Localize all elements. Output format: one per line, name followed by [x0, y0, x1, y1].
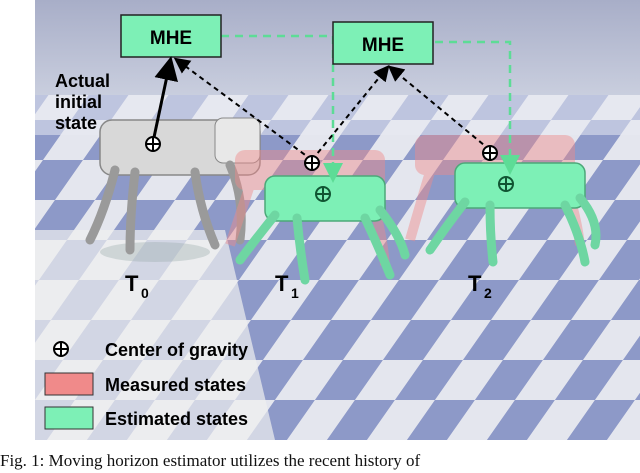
svg-text:0: 0: [141, 285, 149, 301]
measured-arrow-3: [387, 65, 491, 151]
figure-caption: Fig. 1: Moving horizon estimator utilize…: [0, 451, 421, 470]
svg-text:T: T: [125, 271, 139, 296]
svg-text:1: 1: [291, 285, 299, 301]
svg-text:T: T: [468, 271, 482, 296]
legend: Center of gravity Measured states Estima…: [44, 340, 248, 430]
light-floor-patch: [35, 230, 275, 440]
legend-measured-swatch: [44, 372, 94, 396]
mhe-box-1: MHE: [120, 14, 222, 58]
robot-t2: [425, 162, 601, 267]
measured-arrow-2: [311, 64, 390, 161]
actual-state-arrow: [151, 56, 178, 143]
actual-state-label: Actual initial state: [55, 71, 110, 133]
figure: MHE MHE Actual initial state T 0 T 1 T 2: [35, 0, 640, 440]
time-label-t1: T 1: [275, 271, 299, 301]
legend-estimated-label: Estimated states: [105, 409, 248, 429]
svg-text:MHE: MHE: [362, 35, 404, 56]
svg-text:2: 2: [484, 285, 492, 301]
svg-text:Actual: Actual: [55, 71, 110, 91]
robot-t0: [85, 117, 261, 262]
measured-arrow-1: [173, 57, 313, 161]
svg-text:MHE: MHE: [150, 28, 192, 49]
legend-measured-label: Measured states: [105, 375, 246, 395]
legend-cog-label: Center of gravity: [105, 340, 248, 360]
svg-text:state: state: [55, 113, 97, 133]
estimated-link-2: [435, 40, 520, 175]
svg-text:T: T: [275, 271, 289, 296]
time-label-t0: T 0: [125, 271, 149, 301]
time-label-t2: T 2: [468, 271, 492, 301]
mhe-box-2: MHE: [332, 21, 434, 65]
legend-estimated-swatch: [44, 406, 94, 430]
center-of-gravity-icon: [145, 136, 514, 202]
svg-text:initial: initial: [55, 92, 102, 112]
legend-cog-icon: [53, 341, 69, 357]
